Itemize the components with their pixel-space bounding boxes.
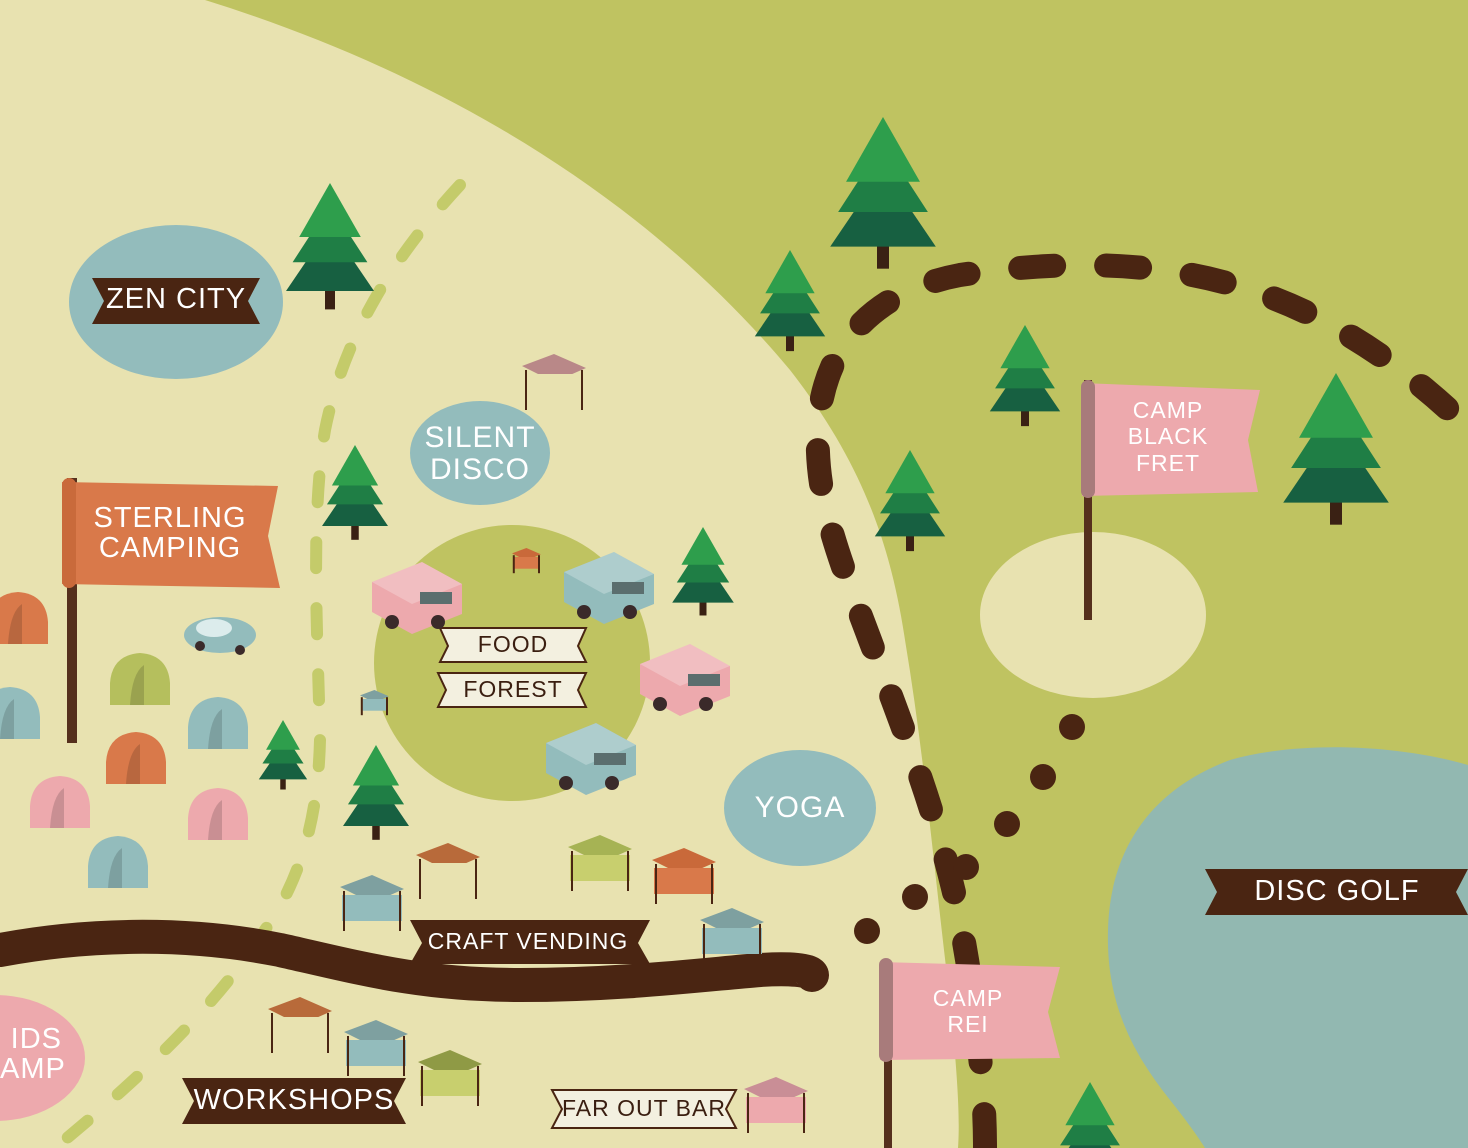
- black-fret-line-2: BLACK: [1127, 423, 1209, 450]
- far-out-bar-banner: [550, 1089, 738, 1129]
- food-banner: [438, 627, 588, 663]
- workshops-label: WORKSHOPS: [193, 1084, 395, 1116]
- camp-rei-line-1: CAMP: [932, 985, 1004, 1011]
- vendor-tent-icon: [700, 908, 764, 964]
- dotted-trail: [854, 714, 1085, 944]
- camp-rei-flag: [879, 958, 1060, 1148]
- tent-icon: [0, 687, 40, 739]
- craft-vending-label: CRAFT VENDING: [427, 928, 629, 954]
- tent-icon: [106, 732, 166, 784]
- far-out-bar-label: FAR OUT BAR: [562, 1095, 726, 1121]
- pine-tree-icon: [286, 183, 374, 310]
- kids-camp-label: IDS AMP: [0, 1023, 66, 1086]
- disc-golf-banner: [1205, 869, 1468, 915]
- tents-layer: [0, 592, 248, 888]
- food-truck-icon: [546, 723, 636, 795]
- food-trucks-layer: [372, 552, 730, 795]
- pine-tree-icon: [1060, 1082, 1120, 1148]
- food-truck-icon: [564, 552, 654, 624]
- vendor-tent-icon: [418, 1050, 482, 1106]
- silent-disco-line-2: DISCO: [429, 452, 530, 486]
- silent-disco-label: SILENT DISCO: [410, 422, 550, 485]
- black-fret-line-1: CAMP: [1132, 397, 1204, 423]
- disc-golf-label: DISC GOLF: [1254, 875, 1420, 907]
- food-truck-icon: [640, 644, 730, 716]
- vendor-tent-icon: [512, 548, 541, 574]
- pine-tree-icon: [989, 325, 1061, 427]
- pine-tree-icon: [754, 250, 826, 352]
- camp-black-fret-label: CAMP BLACK FRET: [1098, 397, 1238, 476]
- vendor-tent-icon: [340, 875, 404, 931]
- pine-tree-icon: [343, 745, 409, 840]
- vendor-tent-icon: [416, 843, 480, 899]
- craft-vending-banner: [410, 920, 650, 964]
- kids-camp-zone: [0, 995, 85, 1121]
- vendor-tent-icon: [268, 997, 332, 1053]
- pine-tree-icon: [258, 720, 308, 790]
- zen-city-label: ZEN CITY: [105, 283, 247, 315]
- camp-black-fret-flag: [1081, 380, 1260, 620]
- pine-tree-icon: [672, 527, 734, 616]
- pine-tree-icon: [874, 450, 946, 552]
- kids-camp-line-1: IDS: [10, 1023, 62, 1055]
- camp-rei-line-2: REI: [947, 1011, 989, 1038]
- food-truck-icon: [372, 562, 462, 634]
- pine-tree-icon: [322, 445, 388, 540]
- yoga-label: YOGA: [754, 791, 846, 824]
- zen-city-banner: [92, 278, 260, 324]
- silent-disco-zone: [410, 401, 550, 505]
- car-layer: [184, 617, 256, 655]
- vendor-tent-icon: [522, 354, 586, 410]
- tent-icon: [88, 836, 148, 888]
- black-fret-line-3: FRET: [1135, 449, 1201, 476]
- forest-banner: [436, 672, 588, 708]
- main-road: [0, 919, 829, 1003]
- food-label: FOOD: [477, 631, 549, 657]
- trees-layer: [258, 117, 1389, 1148]
- tent-icon: [30, 776, 90, 828]
- vendor-tent-icon: [344, 1020, 408, 1076]
- dashed-trail: [49, 179, 466, 1148]
- tent-icon: [188, 697, 248, 749]
- sterling-line-1: STERLING: [93, 502, 247, 534]
- vendor-tent-icon: [360, 690, 389, 716]
- tent-icon: [188, 788, 248, 840]
- vendor-tents-layer: [268, 354, 808, 1133]
- pine-tree-icon: [1283, 373, 1389, 525]
- car-icon: [184, 617, 256, 655]
- tent-icon: [0, 592, 48, 644]
- clearing: [980, 532, 1206, 698]
- vendor-tent-icon: [652, 848, 716, 904]
- camp-rei-label: CAMP REI: [898, 985, 1038, 1038]
- vendor-tent-icon: [744, 1077, 808, 1133]
- disc-golf-lake: [1107, 747, 1468, 1148]
- workshops-banner: [182, 1078, 406, 1124]
- yoga-zone: [724, 750, 876, 866]
- silent-disco-line-1: SILENT: [424, 421, 536, 454]
- sterling-camping-label: STERLING CAMPING: [80, 503, 260, 564]
- kids-camp-line-2: AMP: [0, 1053, 66, 1086]
- sterling-camping-flag: [62, 478, 280, 743]
- tent-icon: [110, 653, 170, 705]
- pine-tree-icon: [830, 117, 936, 269]
- sterling-line-2: CAMPING: [98, 532, 242, 565]
- forest-label: FOREST: [463, 676, 563, 702]
- vendor-tent-icon: [568, 835, 632, 891]
